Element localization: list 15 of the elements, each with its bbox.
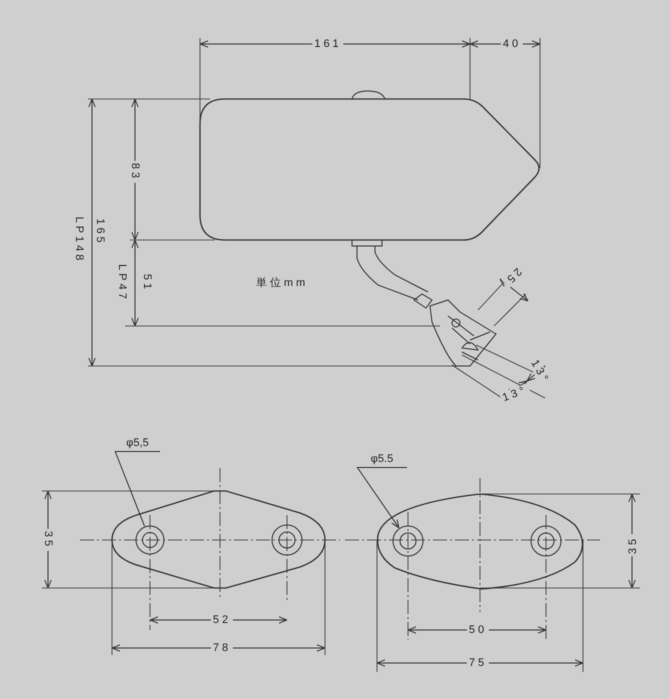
dimension-label: 52 bbox=[210, 614, 234, 626]
dimension-label: 75 bbox=[466, 657, 490, 669]
dimension-label: 161 bbox=[312, 38, 344, 50]
dimension-label: 35 bbox=[42, 528, 54, 552]
hole-drawing bbox=[392, 525, 424, 557]
dimension-label: 35 bbox=[627, 534, 639, 556]
hole-drawing bbox=[135, 525, 165, 555]
callout-text: φ5,5 bbox=[115, 437, 160, 452]
dimension-label: 50 bbox=[466, 624, 490, 636]
leader-line bbox=[114, 450, 145, 527]
leader-line bbox=[356, 466, 400, 528]
dimension-label: 78 bbox=[210, 642, 234, 654]
dimension-label: 40 bbox=[500, 38, 524, 50]
dimension-label: 83 bbox=[129, 160, 141, 184]
callout-text: φ5.5 bbox=[357, 453, 407, 468]
